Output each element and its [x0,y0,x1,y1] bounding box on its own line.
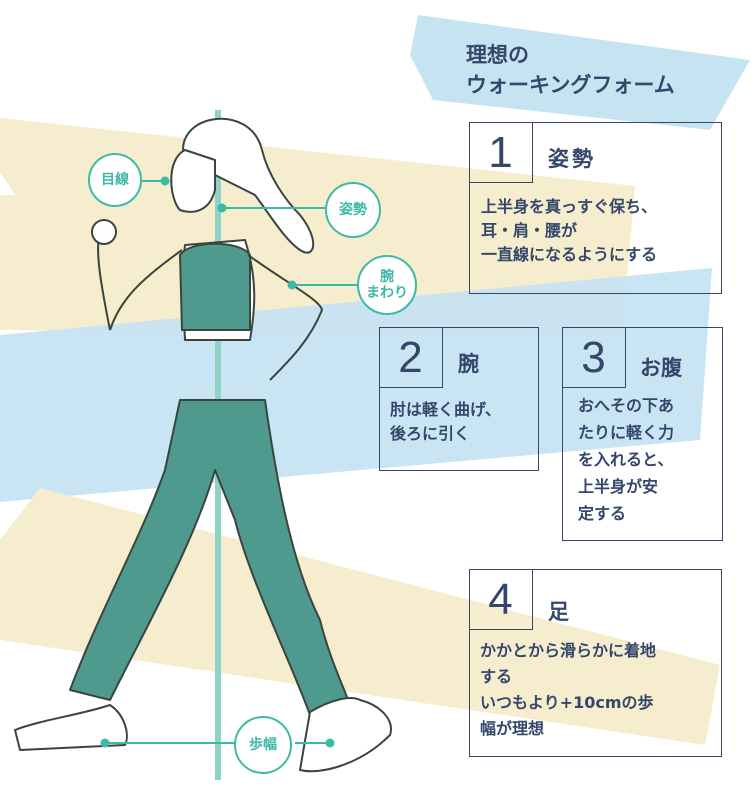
title-line-1: 理想の [466,43,529,67]
face [170,149,216,213]
label-connectors [100,176,360,748]
text-line: 肘は軽く曲げ、 [390,400,501,419]
point-number: 4 [468,568,533,630]
point-number: 2 [378,326,443,388]
point-card-1: 1 姿勢 上半身を真っすぐ保ち、 耳・肩・腰が 一直線になるようにする [468,121,722,294]
point-heading: 腕 [458,352,479,376]
fist [91,219,117,245]
yellow-band-top [0,118,635,335]
label-posture: 姿勢 [325,182,381,238]
label-arm-text-2: まわり [366,285,408,301]
text-line: 後ろに引く [390,424,471,443]
label-arm-text-1: 腕 [380,269,394,285]
point-text: 上半身を真っすぐ保ち、 耳・肩・腰が 一直線になるようにする [481,195,657,267]
text-line: たりに軽く力 [578,423,675,442]
text-line: 幅が理想 [480,719,545,738]
point-heading: お腹 [640,356,682,380]
shoe-front [299,697,392,773]
label-posture-text: 姿勢 [339,202,367,218]
text-line: おへその下あ [578,396,675,415]
label-stride: 歩幅 [234,716,292,774]
text-line: 一直線になるようにする [481,245,658,264]
point-heading: 姿勢 [548,147,596,171]
text-line: 耳・肩・腰が [481,221,578,240]
title-banner [410,15,750,130]
arm-back [247,254,323,381]
label-arm: 腕まわり [357,255,417,315]
point-card-3: 3 お腹 おへその下あ たりに軽く力 を入れると、 上半身が安 定する [561,326,723,541]
walking-woman-illustration [14,117,392,773]
text-line: 上半身を真っすぐ保ち、 [481,197,658,216]
label-eyes: 目線 [88,153,142,207]
text-line: かかとから滑らかに着地 [480,641,657,660]
sports-top [179,242,251,331]
text-line: する [480,667,513,686]
point-card-2: 2 腕 肘は軽く曲げ、 後ろに引く [378,326,539,471]
point-text: おへその下あ たりに軽く力 を入れると、 上半身が安 定する [578,392,674,527]
pants [69,399,351,716]
text-line: 上半身が安 [578,477,659,496]
point-heading: 足 [548,600,569,624]
point-card-4: 4 足 かかとから滑らかに着地 する いつもより+10cmの歩 幅が理想 [468,568,722,757]
point-text: かかとから滑らかに着地 する いつもより+10cmの歩 幅が理想 [480,638,656,742]
point-number: 1 [468,121,533,183]
title-line-2: ウォーキングフォーム [466,73,675,97]
point-text: 肘は軽く曲げ、 後ろに引く [390,398,501,446]
text-line: 定する [578,504,627,523]
shoe-back [14,704,128,751]
page-title: 理想の ウォーキングフォーム [466,40,675,100]
label-eyes-text: 目線 [101,172,129,188]
text-line: を入れると、 [578,450,674,469]
text-line: いつもより+10cmの歩 [480,693,654,712]
point-number: 3 [561,326,626,388]
label-stride-text: 歩幅 [249,737,277,753]
hair [182,117,315,254]
